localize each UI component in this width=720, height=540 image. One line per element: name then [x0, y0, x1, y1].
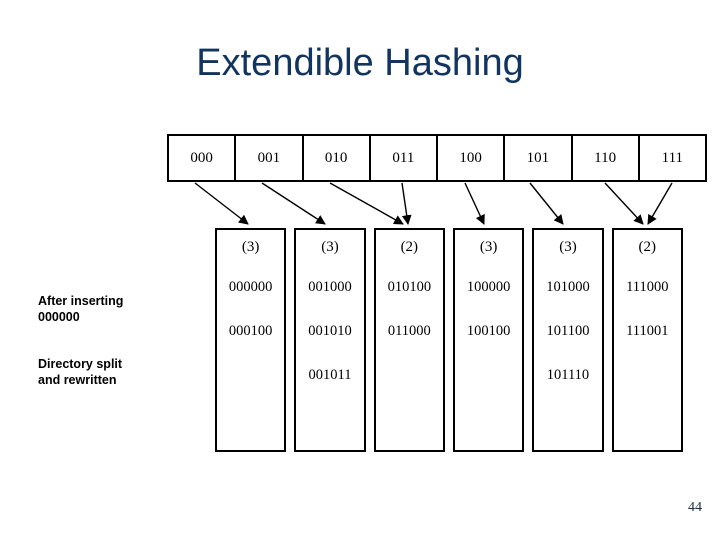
caption-directory-split: Directory split and rewritten: [38, 356, 188, 388]
bucket-key: 010100: [387, 279, 432, 295]
bucket-local-depth: (3): [321, 239, 339, 255]
bucket-key: 100000: [466, 279, 511, 295]
page-title: Extendible Hashing: [196, 42, 524, 84]
bucket-key: 001011: [308, 367, 352, 383]
directory-arrow-111: [647, 182, 673, 225]
directory-cell: 111: [639, 136, 705, 180]
directory-arrow-110: [604, 182, 644, 225]
bucket-key: 001000: [308, 279, 352, 295]
caption-line-1: After inserting: [38, 294, 124, 308]
bucket-key: 011000: [387, 323, 431, 339]
bucket-key: 000000: [228, 279, 273, 295]
bucket-local-depth: (2): [638, 239, 657, 255]
page-number: 44: [688, 500, 702, 515]
directory-cell: 000: [169, 136, 237, 180]
directory-arrow-010: [329, 182, 404, 225]
directory-cell: 011: [370, 136, 438, 180]
directory-cell: 100: [438, 136, 506, 180]
bucket-key: 111001: [626, 323, 669, 339]
bucket: (3) 100000 100100: [452, 228, 525, 452]
bucket-local-depth: (3): [241, 239, 260, 255]
caption-after-inserting: After inserting 000000: [38, 293, 188, 325]
bucket-local-depth: (3): [479, 239, 498, 255]
bucket-key: 000100: [228, 323, 273, 339]
directory-arrow-001: [261, 182, 326, 225]
directory-arrow-011: [401, 182, 412, 225]
bucket-key: 101000: [546, 279, 590, 295]
bucket-key: 111000: [626, 279, 669, 295]
directory-cell: 110: [572, 136, 640, 180]
bucket-key: 001010: [308, 323, 352, 339]
bucket-local-depth: (2): [400, 239, 419, 255]
bucket-key: 101110: [546, 367, 590, 383]
caption-line-3: Directory split: [38, 357, 123, 371]
bucket: (3) 000000 000100: [215, 228, 287, 452]
caption-line-4: and rewritten: [38, 373, 117, 387]
directory-arrow-101: [529, 182, 564, 225]
directory-cell: 101: [505, 136, 573, 180]
directory-arrow-100: [464, 182, 485, 225]
directory-table: 000 001 010 011 100 101 110 111: [167, 134, 707, 182]
directory-arrow-000: [194, 182, 249, 225]
bucket: (3) 001000 001010 001011: [294, 228, 366, 452]
bucket-key: 101100: [546, 323, 590, 339]
bucket: (2) 010100 011000: [373, 228, 445, 452]
bucket: (2) 111000 111001: [611, 228, 683, 452]
directory-cell: 010: [303, 136, 371, 180]
bucket-key: 100100: [466, 323, 511, 339]
directory-cell: 001: [236, 136, 304, 180]
bucket-row: (3) 000000 000100 (3) 001000 001010 0010…: [215, 228, 683, 452]
bucket-local-depth: (3): [559, 239, 577, 255]
bucket: (3) 101000 101100 101110: [532, 228, 604, 452]
caption-line-2: 000000: [38, 310, 80, 324]
